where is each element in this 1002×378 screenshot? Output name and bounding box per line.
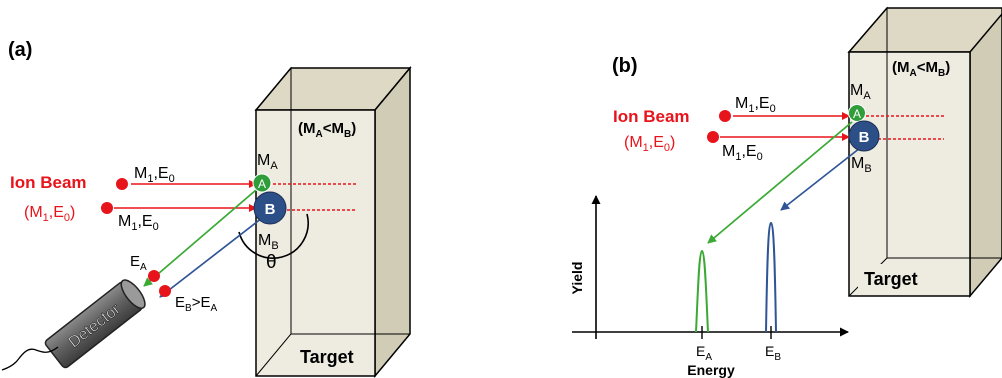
atom-b-letter-a: B [265,201,276,218]
ion-particle-1 [116,178,128,190]
atom-b-a [253,191,287,225]
panel-b: (b) Target (MA<MB) Ion Beam (M1,E0) M1,E… [569,6,1002,378]
ea-label-a: EA [130,253,147,273]
detector: Detector [44,279,146,369]
tick-label-ea: EA [696,343,712,363]
scatter-path-b-blue [159,217,263,298]
x-axis-label: Energy [687,362,735,378]
mass-relation-b: (MA<MB) [892,59,950,79]
target-hidden-edge [255,66,292,377]
atom-b-letter-b: B [859,129,870,146]
atom-a-letter-b: A [853,107,861,121]
atom-a-letter-a: A [258,177,266,191]
scattered-ion-b [159,285,171,297]
ion-particle-2 [101,202,113,214]
scatter-path-a-green [143,189,257,287]
ion-label-2-a: M1,E0 [118,213,159,233]
y-axis-label: Yield [569,262,585,295]
target-side-face [374,65,411,378]
panel-b-label: (b) [612,55,638,77]
peak-a [695,249,709,333]
target-front-face [255,109,376,377]
ma-label-b: MA [850,82,871,102]
detector-face [120,279,146,309]
ion-label-1-a: M1,E0 [134,165,175,185]
mb-label-a: MB [258,232,279,252]
target-label-b: Target [864,269,918,289]
ion-beam-params-a: (M1,E0) [24,204,75,224]
target-box-b [847,6,1002,299]
ion-particle-1-b [719,110,731,122]
target-front-face-b [848,51,971,297]
detector-cable [1,346,59,371]
target-label-a: Target [300,347,354,367]
ion-beam-params-b: (M1,E0) [624,134,675,154]
target-label-bg-b [858,264,948,290]
ma-label-a: MA [257,152,278,172]
peak-b [765,221,777,333]
scatter-angle-arc [238,213,309,259]
eb-gt-ea-label: EB>EA [175,294,217,314]
target-side-face-b [969,12,1002,299]
ion-label-1-b: M1,E0 [735,95,776,115]
ion-beam-title-a: Ion Beam [10,173,87,192]
tick-label-eb: EB [765,343,781,363]
theta-label: θ [266,252,277,273]
atom-a-b [848,104,866,122]
atom-a-a [252,173,272,193]
scattered-ion-a [148,270,160,282]
panel-a: (a) Target (MA<MB) Ion Beam (M1,E0) M1,E… [1,39,412,378]
scatter-path-a-green-b [707,121,853,244]
panel-a-label: (a) [8,39,32,61]
scatter-path-b-blue-b [780,147,861,211]
ion-particle-2-b [707,131,719,143]
mass-relation-a: (MA<MB) [298,120,356,140]
ion-label-2-b: M1,E0 [722,143,763,163]
target-label-bg [294,338,372,372]
ion-beam-title-b: Ion Beam [613,107,690,126]
mb-label-b: MB [851,155,872,175]
target-box-a [254,65,412,378]
atom-b-b [848,120,880,152]
